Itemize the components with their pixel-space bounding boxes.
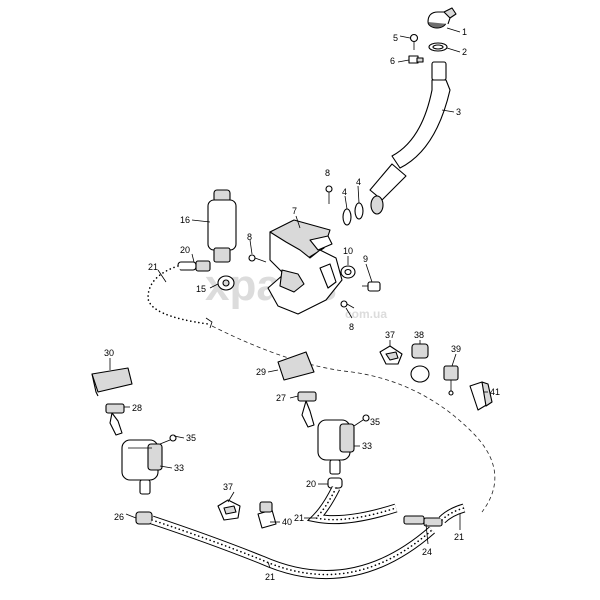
part-2-seal-ring [428, 42, 448, 52]
part-20-connector-right [327, 477, 343, 489]
part-35-screw-left [159, 434, 177, 445]
part-7-washer-reservoir [267, 219, 343, 315]
callout-4a: 4 [342, 187, 347, 197]
callout-6: 6 [390, 56, 395, 66]
part-21-hose-bottom [150, 515, 435, 580]
part-33-nozzle-pump-left [121, 439, 163, 495]
part-29-cover-right [277, 351, 315, 381]
callout-24: 24 [422, 547, 432, 557]
callout-21b: 21 [294, 513, 304, 523]
part-28-elbow-left [105, 403, 125, 436]
part-21-hose-end-right [438, 503, 466, 524]
callout-20a: 20 [180, 245, 190, 255]
part-6-clip [408, 55, 424, 64]
callout-21d: 21 [454, 532, 464, 542]
callout-10: 10 [343, 246, 353, 256]
callout-21c: 21 [265, 572, 275, 582]
part-8-screw-right [340, 300, 355, 309]
part-37-clip-right [379, 345, 403, 365]
callout-27: 27 [276, 393, 286, 403]
callout-37b: 37 [385, 330, 395, 340]
callout-33a: 33 [174, 463, 184, 473]
callout-28: 28 [132, 403, 142, 413]
callout-33b: 33 [362, 441, 372, 451]
watermark-domain: com.ua [345, 307, 387, 321]
part-21-hose-upper-left [144, 262, 213, 329]
hose-routing-line [211, 325, 496, 513]
part-35-screw-right [353, 414, 370, 427]
part-38-clip [410, 343, 430, 383]
part-40-clip [257, 501, 277, 529]
part-33-nozzle-pump-right [317, 419, 355, 475]
callout-41: 41 [490, 387, 500, 397]
callout-20b: 20 [306, 479, 316, 489]
part-41-bracket [469, 381, 493, 411]
callout-16: 16 [180, 215, 190, 225]
part-3-filler-hose [369, 61, 451, 215]
callout-1: 1 [462, 27, 467, 37]
part-21-hose-center [306, 485, 398, 525]
part-9-level-sensor [362, 281, 381, 292]
callout-35a: 35 [186, 433, 196, 443]
part-8-screw-left [248, 254, 267, 263]
part-26-connector-left [135, 511, 153, 525]
callout-39: 39 [451, 344, 461, 354]
callout-8a: 8 [247, 232, 252, 242]
callout-38: 38 [414, 330, 424, 340]
part-20-connector-left [177, 260, 211, 272]
part-27-elbow-right [297, 391, 317, 428]
callout-15: 15 [196, 284, 206, 294]
callout-7: 7 [292, 206, 297, 216]
callout-4b: 4 [356, 177, 361, 187]
part-10-grommet [340, 265, 356, 279]
part-16-washer-pump [207, 189, 237, 263]
callout-26: 26 [114, 512, 124, 522]
callout-2: 2 [462, 47, 467, 57]
part-37-clip-center [217, 499, 241, 521]
callout-30: 30 [104, 348, 114, 358]
callout-40: 40 [282, 517, 292, 527]
callout-labels: 1 2 3 4 4 5 6 7 8 8 8 9 10 15 16 20 20 2… [104, 27, 500, 582]
callout-21a: 21 [148, 262, 158, 272]
callout-37a: 37 [223, 482, 233, 492]
callout-29: 29 [256, 367, 266, 377]
callout-8c: 8 [349, 322, 354, 332]
callout-5: 5 [393, 33, 398, 43]
part-24-connector-t [403, 515, 443, 527]
part-4-o-rings [342, 202, 364, 226]
callout-35b: 35 [370, 417, 380, 427]
leader-lines [109, 27, 488, 569]
callout-8b: 8 [325, 168, 330, 178]
part-15-pump-grommet [217, 275, 235, 291]
part-39-plug [443, 365, 459, 396]
callout-9: 9 [363, 254, 368, 264]
part-30-cover-left [91, 367, 133, 397]
part-8-screw-top [325, 185, 333, 204]
part-1-filler-cap [427, 7, 457, 29]
part-5-screw [409, 33, 419, 50]
callout-3: 3 [456, 107, 461, 117]
